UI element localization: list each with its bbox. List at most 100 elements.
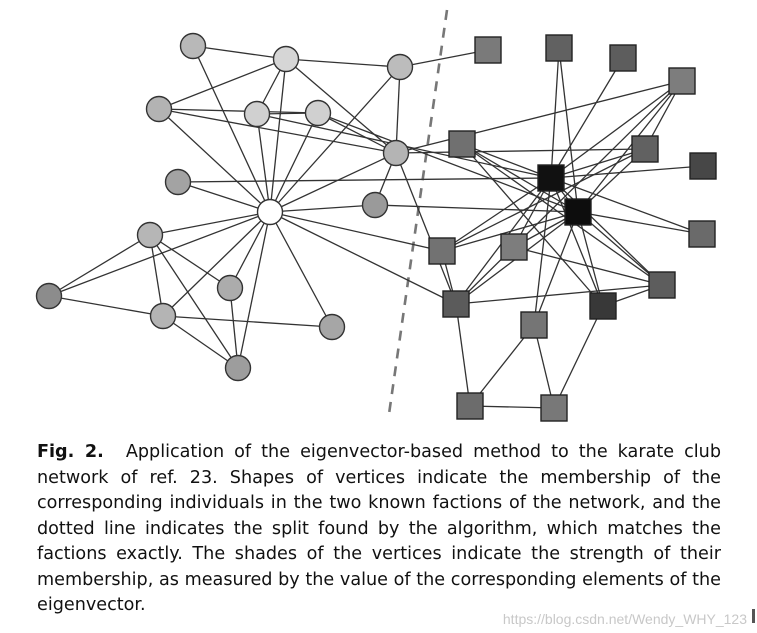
watermark-text: https://blog.csdn.net/Wendy_WHY_123 (502, 611, 747, 627)
square-vertex (648, 271, 676, 299)
network-edge (577, 80, 683, 213)
network-nodes (35, 32, 717, 422)
network-edge (550, 47, 560, 179)
network-edge (162, 315, 239, 369)
network-edge (461, 143, 579, 213)
network-edge (162, 315, 333, 328)
circle-vertex (35, 282, 63, 310)
circle-vertex (243, 100, 271, 128)
square-vertex (456, 392, 484, 420)
network-edge (158, 108, 397, 154)
network-edge (469, 405, 555, 409)
network-edge (162, 211, 271, 317)
circle-vertex (304, 99, 332, 127)
network-edges (48, 45, 704, 409)
network-edge (269, 152, 397, 213)
square-vertex (668, 67, 696, 95)
network-edge (553, 305, 604, 409)
network-edge (229, 287, 239, 369)
circle-vertex (145, 95, 173, 123)
network-edge (317, 112, 579, 213)
network-edge (577, 211, 703, 235)
network-edge (441, 148, 646, 252)
network-edge (269, 211, 457, 305)
circle-vertex (272, 45, 300, 73)
network-edge (192, 45, 287, 60)
square-vertex (631, 135, 659, 163)
square-vertex (688, 220, 716, 248)
network-edge (149, 211, 271, 236)
network-edge (256, 113, 271, 213)
network-edge (192, 45, 271, 213)
square-vertex (689, 152, 717, 180)
network-edge (550, 177, 604, 307)
square-vertex (537, 164, 565, 192)
network-edge (577, 211, 663, 286)
square-vertex (564, 198, 592, 226)
network-edge (149, 234, 239, 369)
square-vertex (540, 394, 568, 422)
network-edge (158, 108, 271, 213)
figure-caption: Fig. 2.Application of the eigenvector-ba… (37, 440, 721, 619)
network-edge (461, 143, 552, 179)
network-edge (550, 57, 624, 179)
network-edge (395, 80, 683, 154)
network-edge (550, 177, 703, 235)
network-edge (533, 211, 579, 326)
network-edge (269, 211, 443, 252)
network-edge (399, 49, 489, 68)
square-vertex (448, 130, 476, 158)
network-edge (395, 148, 646, 154)
circle-vertex (382, 139, 410, 167)
network-edge (269, 58, 287, 213)
network-edge (317, 112, 397, 154)
network-edge (177, 181, 271, 213)
circle-vertex (386, 53, 414, 81)
karate-club-network-figure (35, 9, 717, 422)
network-edge (177, 177, 552, 183)
network-edge (48, 295, 164, 317)
scroll-edge-mark (752, 609, 755, 623)
network-edge (158, 108, 319, 114)
circle-vertex (361, 191, 389, 219)
network-edge (48, 234, 151, 297)
circle-vertex (216, 274, 244, 302)
network-edge (455, 284, 663, 305)
network-edge (269, 66, 401, 213)
network-edge (229, 211, 271, 289)
square-vertex (609, 44, 637, 72)
square-vertex (442, 290, 470, 318)
network-edge (550, 177, 663, 286)
circle-vertex (164, 168, 192, 196)
network-edge (285, 58, 397, 154)
network-edge (285, 58, 401, 68)
circle-vertex (179, 32, 207, 60)
network-edge (441, 177, 552, 252)
network-edge (533, 324, 555, 409)
square-vertex (474, 36, 502, 64)
network-edge (149, 234, 164, 317)
network-edge (455, 80, 683, 305)
caption-text: Application of the eigenvector-based met… (37, 442, 721, 615)
circle-vertex (149, 302, 177, 330)
split-dotted-line (387, 9, 449, 415)
network-edge (455, 303, 471, 407)
network-edge (269, 204, 376, 213)
network-edge (269, 112, 319, 213)
square-vertex (545, 34, 573, 62)
square-vertex (589, 292, 617, 320)
network-edge (149, 234, 231, 289)
network-edge (395, 152, 457, 305)
network-edge (395, 66, 401, 154)
circle-vertex (224, 354, 252, 382)
circle-vertex (136, 221, 164, 249)
caption-label: Fig. 2. (37, 442, 104, 462)
circle-vertex (318, 313, 346, 341)
network-edge (550, 165, 704, 179)
network-edge (513, 246, 663, 286)
network-edge (374, 204, 579, 213)
square-vertex (520, 311, 548, 339)
square-vertex (500, 233, 528, 261)
square-vertex (428, 237, 456, 265)
network-edge (158, 58, 287, 110)
